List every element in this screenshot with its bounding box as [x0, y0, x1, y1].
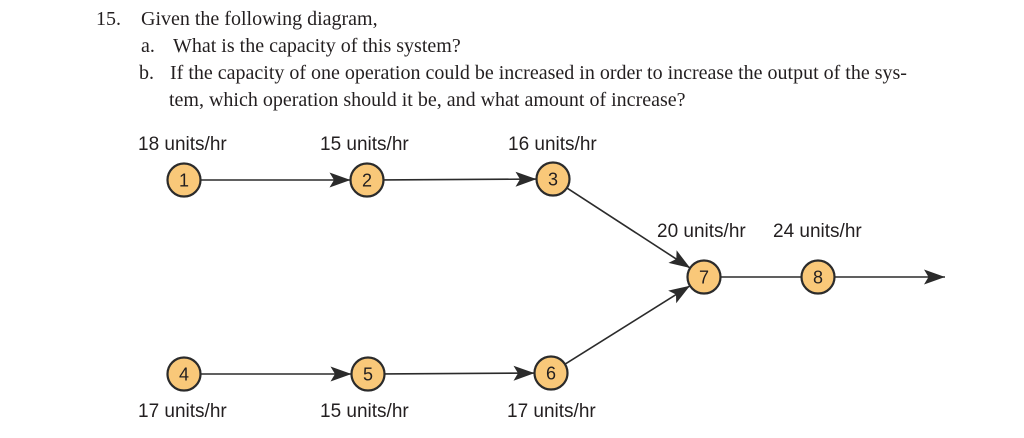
- part-a-text: What is the capacity of this system?: [173, 35, 461, 57]
- arrowhead-icon: [330, 366, 352, 382]
- node-2-label: 2: [362, 171, 372, 191]
- arrowhead-icon: [329, 172, 351, 188]
- capacity-label: 16 units/hr: [508, 134, 597, 155]
- part-a-label: a.: [141, 35, 155, 57]
- capacity-label: 24 units/hr: [773, 221, 862, 242]
- node-8-label: 8: [813, 268, 823, 288]
- problem-number: 15.: [96, 8, 121, 30]
- problem-prompt: Given the following diagram,: [141, 8, 378, 30]
- node-6: [533, 355, 569, 391]
- node-7-label: 7: [699, 268, 709, 288]
- node-1: [166, 162, 202, 198]
- node-7: [686, 259, 722, 295]
- node-6-label: 6: [546, 364, 556, 384]
- edge-6-7: [564, 285, 691, 365]
- capacity-label: 15 units/hr: [320, 134, 409, 155]
- node-3: [535, 161, 571, 197]
- part-b-text-line2: tem, which operation should it be, and w…: [169, 89, 686, 111]
- node-1-label: 1: [179, 171, 189, 191]
- capacity-label: 15 units/hr: [320, 401, 409, 422]
- part-b-text-line1: If the capacity of one operation could b…: [170, 62, 907, 84]
- arrowhead-icon: [668, 285, 690, 304]
- node-5: [350, 356, 386, 392]
- capacity-label: 17 units/hr: [507, 401, 596, 422]
- capacity-label: 17 units/hr: [138, 401, 227, 422]
- node-4-label: 4: [179, 365, 189, 385]
- node-3-label: 3: [548, 170, 558, 190]
- arrowhead-icon: [515, 171, 537, 187]
- node-5-label: 5: [363, 365, 373, 385]
- node-8: [800, 259, 836, 295]
- node-2: [349, 162, 385, 198]
- arrowhead-icon: [924, 269, 945, 285]
- node-4: [166, 356, 202, 392]
- edge-2-3: [383, 178, 537, 181]
- edge-3-7: [566, 187, 691, 269]
- edge-5-6: [384, 372, 535, 375]
- capacity-label: 18 units/hr: [138, 134, 227, 155]
- capacity-label: 20 units/hr: [657, 221, 746, 242]
- arrowhead-icon: [513, 365, 535, 381]
- part-b-label: b.: [139, 62, 154, 84]
- arrowhead-icon: [668, 250, 691, 268]
